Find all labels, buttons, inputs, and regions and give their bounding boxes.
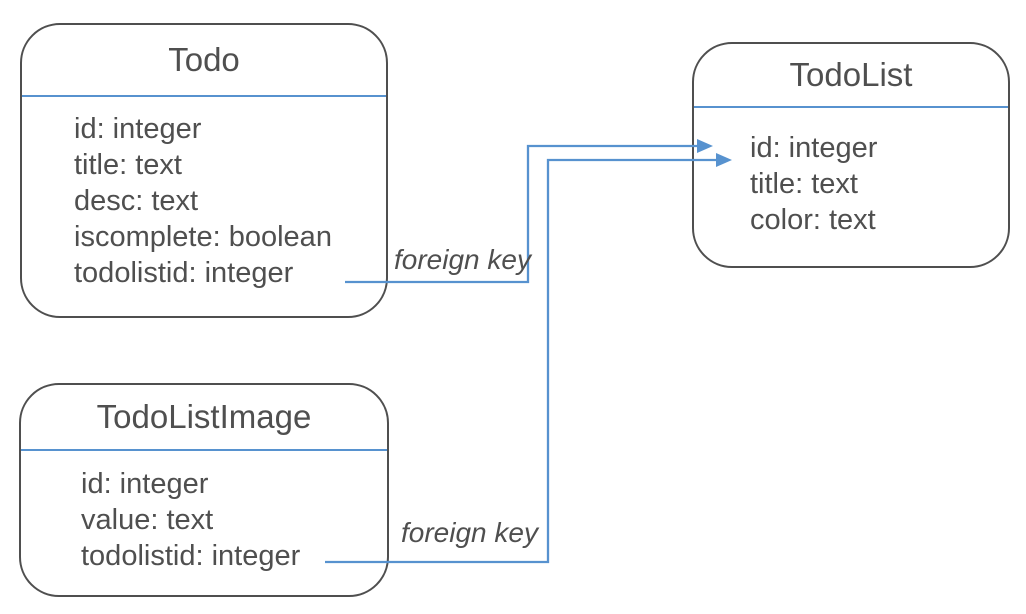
field-todolistimage-value: value: text <box>81 504 214 536</box>
field-todo-todolistid: todolistid: integer <box>74 257 294 289</box>
entity-fields-todo: id: integer title: text desc: text iscom… <box>22 97 386 291</box>
field-todolistimage-id: id: integer <box>81 468 209 500</box>
entity-box-todolistimage: TodoListImage id: integer value: text to… <box>19 383 389 597</box>
field-todo-title: title: text <box>74 149 182 181</box>
foreign-key-label-todolistimage-todolist: foreign key <box>401 517 538 548</box>
entity-header-todo: Todo <box>22 25 386 97</box>
entity-title-todolistimage: TodoListImage <box>96 398 312 435</box>
entity-fields-todolist: id: integer title: text color: text <box>694 108 1008 238</box>
field-todolist-title: title: text <box>750 168 858 200</box>
field-todolist-id: id: integer <box>750 132 878 164</box>
foreign-key-label-todo-todolist: foreign key <box>394 244 531 275</box>
entity-box-todo: Todo id: integer title: text desc: text … <box>20 23 388 318</box>
field-todo-desc: desc: text <box>74 185 199 217</box>
field-todo-iscomplete: iscomplete: boolean <box>74 221 332 253</box>
entity-title-todolist: TodoList <box>789 56 913 93</box>
entity-fields-todolistimage: id: integer value: text todolistid: inte… <box>21 451 387 574</box>
field-todolistimage-todolistid: todolistid: integer <box>81 540 301 572</box>
entity-header-todolist: TodoList <box>694 44 1008 108</box>
entity-box-todolist: TodoList id: integer title: text color: … <box>692 42 1010 268</box>
entity-title-todo: Todo <box>168 41 240 78</box>
entity-header-todolistimage: TodoListImage <box>21 385 387 451</box>
field-todolist-color: color: text <box>750 204 876 236</box>
field-todo-id: id: integer <box>74 113 202 145</box>
